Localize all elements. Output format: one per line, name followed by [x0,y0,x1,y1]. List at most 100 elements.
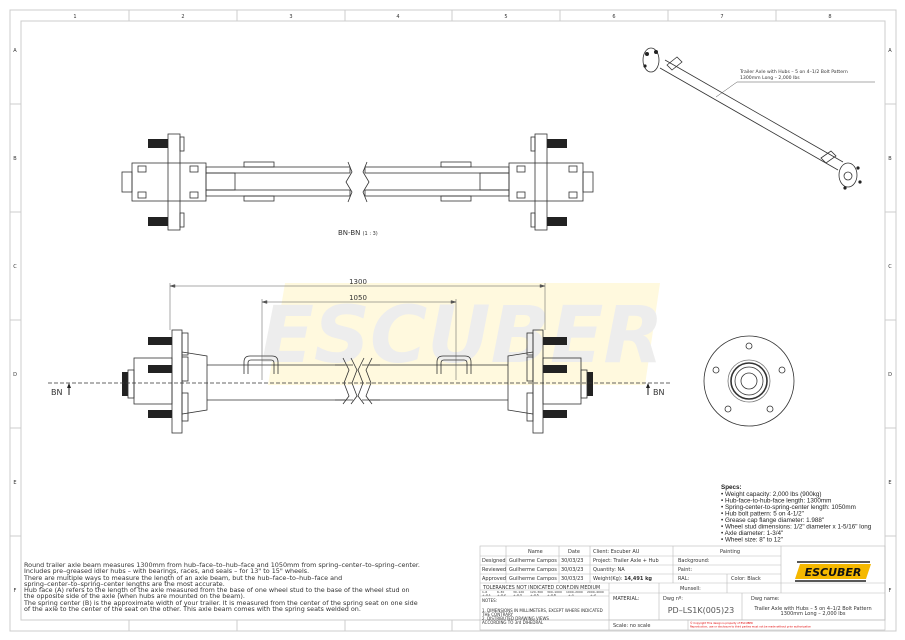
tolerance-value: +–0,8 [547,593,556,597]
spec-item: • Axle diameter: 1-3/4" [721,530,783,537]
section-arrow-right: BN [646,383,664,397]
row-label: E [13,480,16,486]
column-label: 6 [612,14,615,20]
tolerance-range: 1–6 [482,590,487,594]
material-label: MATERIAL: [613,596,640,602]
row-label: C [888,264,892,270]
notes-title: NOTES: [482,598,497,603]
approved-name: Guilherme Campos [509,576,557,582]
isometric-callout-line1: Trailer Axle with Hubs – 5 on 4–1/2 Bolt… [739,69,848,75]
spec-item: • Wheel size: 8" to 12" [721,537,783,544]
section-arrow-left: BN [51,383,71,397]
designed-label: Designed [482,558,506,564]
header-painting: Painting [720,549,740,555]
isometric-callout-line2: 1300mm Long – 2,000 lbs [740,75,800,81]
column-label: 4 [396,14,399,20]
project: Project: Trailer Axle + Hub [593,558,659,564]
specs-title: Specs: [721,484,742,491]
approved-label: Approved [482,576,506,582]
row-label: E [888,480,891,486]
tolerance-value: +–2 [590,593,596,597]
row-label: C [13,264,17,270]
reviewed-label: Reviewed [482,567,506,573]
frame-labels: 1 2 3 4 5 6 7 8 A B C D E F A B C D E F [13,14,892,594]
row-label: D [13,372,17,378]
row-label: A [13,48,17,54]
row-label: A [888,48,892,54]
tolerance-range: 1000–2000 [566,590,583,594]
column-label: 7 [720,14,723,20]
watermark: ESCUBER [261,283,664,385]
designed-name: Guilherme Campos [509,558,557,564]
tolerances-title: TOLERANCES NOT INDICATED CONF.DIN MEDIUM [482,585,600,591]
description-line: of the axle to the center of the seat on… [24,605,361,613]
frame-zone-dividers [10,10,896,631]
specs-list: Specs: • Weight capacity: 2,000 lbs (900… [721,484,872,544]
section-hub-left [121,133,353,231]
description-line: Includes pre–greased idler hubs – with b… [24,567,309,575]
side-view-hub [703,335,795,427]
paint: Paint: [678,567,692,573]
row-label: D [888,372,892,378]
watermark-text: ESCUBER [261,291,664,381]
svg-text:BN: BN [653,388,664,397]
dwg-name-line1: Trailer Axle with Hubs – 5 on 4–1/2 Bolt… [753,606,871,612]
description-text: Round trailer axle beam measures 1300mm … [23,561,420,613]
tolerance-value: +–0,5 [530,593,539,597]
dwg-number: PD–LS1K(005)23 [668,606,735,615]
tolerance-value: +–0,1 [482,593,491,597]
front-view: 1300 1050 BN BN [48,278,670,434]
munsell: Munsell: [680,586,701,592]
header-name: Name [528,549,543,555]
column-label: 8 [828,14,831,20]
quantity: Quantity: NA [593,567,625,573]
dimension-lines [169,283,546,380]
tolerance-value: +–1 [568,593,574,597]
row-label: B [888,156,892,162]
notes: NOTES: 1. DIMENSIONS IN MILLIMETERS, EXC… [481,598,603,625]
note-line: ACCORDING TO 3rd DIHEDRAL [482,620,544,625]
dwg-name-line2: 1300mm Long – 2,000 lbs [781,611,846,617]
section-label: BN-BN (1 : 3) [338,229,378,237]
spec-item: • Hub bolt pattern: 5 on 4-1/2" [721,511,804,518]
reviewed-date: 30/03/23 [561,567,583,573]
weight: Weight(Kg): 14,491 kg [593,576,652,582]
isometric-view: Trailer Axle with Hubs – 5 on 4–1/2 Bolt… [642,47,875,190]
dwg-name-label: Dwg name: [751,596,780,602]
section-view: BN-BN (1 : 3) [121,133,594,237]
title-block: Name Date Client: Escuber AU Painting De… [479,545,886,631]
approved-date: 30/03/23 [561,576,583,582]
tolerance-range: 30–120 [513,590,524,594]
column-label: 2 [181,14,184,20]
reviewed-name: Guilherme Campos [509,567,557,573]
copyright-line2: Reproduction, use or disclosure to third… [690,625,811,629]
tolerance-value: +–0,3 [513,593,522,597]
scale: Scale: no scale [613,623,650,629]
color: Color: Black [731,576,761,582]
row-label: F [889,588,892,594]
row-label: F [14,588,17,594]
spec-item: • Weight capacity: 2,000 lbs (900kg) [721,491,821,498]
tolerance-range: 120–300 [530,590,543,594]
row-label: B [13,156,17,162]
tolerance-value: +–0,2 [497,593,506,597]
spec-item: • Spring-center-to-spring-center length:… [721,504,856,511]
description-line: spring–center–to–spring–center lengths a… [24,580,225,588]
column-label: 1 [73,14,76,20]
tolerance-range: 2000–4000 [587,590,604,594]
spec-item: • Wheel stud dimensions: 1/2" diameter x… [721,524,872,531]
header-date: Date [568,549,580,555]
dimension-1300: 1300 [349,278,367,286]
tolerance-range: 300–1000 [547,590,562,594]
description-line: the opposite side of the axle (when hubs… [24,592,245,600]
tolerance-range: 6–30 [497,590,504,594]
tolerance-table: 1–6 6–30 30–120 120–300 300–1000 1000–20… [482,590,604,597]
note-line: THE CONTRARY [481,612,514,617]
dwg-number-label: Dwg nº: [663,596,683,602]
section-hub-right [362,133,594,231]
svg-text:BN: BN [51,388,62,397]
copyright-line1: © Copyright This design is property of E… [690,621,753,625]
ral: RAL: [678,576,689,582]
spec-item: • Hub-face-to-hub-face length: 1300mm [721,498,831,505]
